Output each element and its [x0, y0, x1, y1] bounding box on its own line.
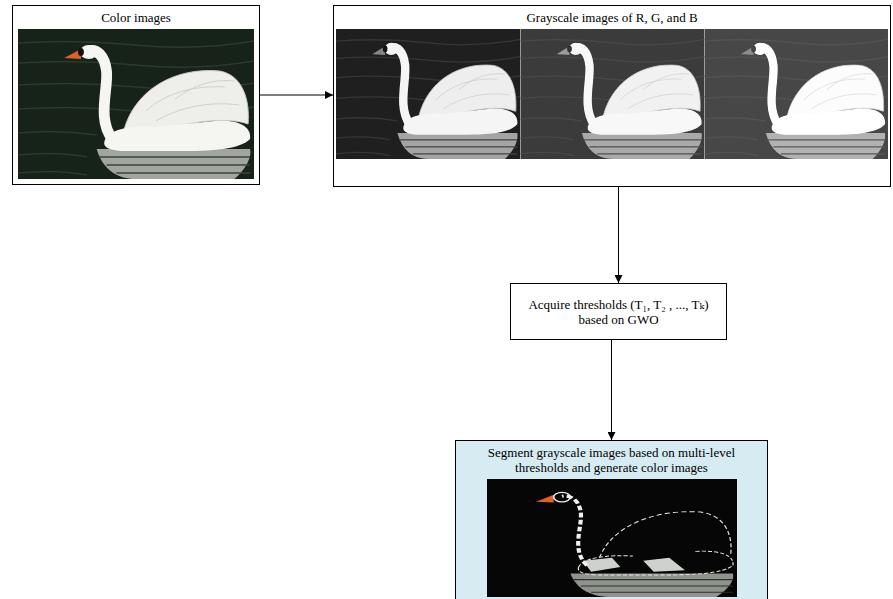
- swan-green-channel: [520, 29, 704, 159]
- grayscale-photos: [336, 29, 888, 159]
- segmented-patches: [582, 558, 684, 572]
- swan-color: [18, 29, 254, 179]
- input-box: Color images: [12, 5, 260, 185]
- box-label: Acquire thresholds (T₁, T₂ , ..., Tₖ) ba…: [511, 297, 726, 327]
- flow-arrow: [611, 340, 612, 440]
- segmented-neck: [562, 496, 587, 566]
- flow-arrow: [618, 187, 619, 283]
- box-label: Segment grayscale images based on multi-…: [456, 441, 767, 475]
- swan-red-channel: [336, 29, 520, 159]
- segmented-body-edge: [578, 551, 733, 575]
- flow-arrow: [260, 95, 333, 96]
- segmented-photo: [487, 479, 737, 597]
- segmented-beak: [535, 495, 553, 503]
- channel-box: Grayscale images of R, G, and B: [333, 5, 891, 187]
- swan-blue-channel: [705, 29, 888, 159]
- process-box: Acquire thresholds (T₁, T₂ , ..., Tₖ) ba…: [510, 283, 727, 340]
- segmented-reflection: [570, 573, 733, 597]
- swan-photo: [18, 29, 254, 179]
- segmented-wing-edge: [599, 512, 731, 558]
- box-label: Grayscale images of R, G, and B: [334, 6, 890, 25]
- box-label: Color images: [13, 6, 259, 25]
- segmented-background: [487, 479, 737, 597]
- output-box: Segment grayscale images based on multi-…: [455, 440, 768, 599]
